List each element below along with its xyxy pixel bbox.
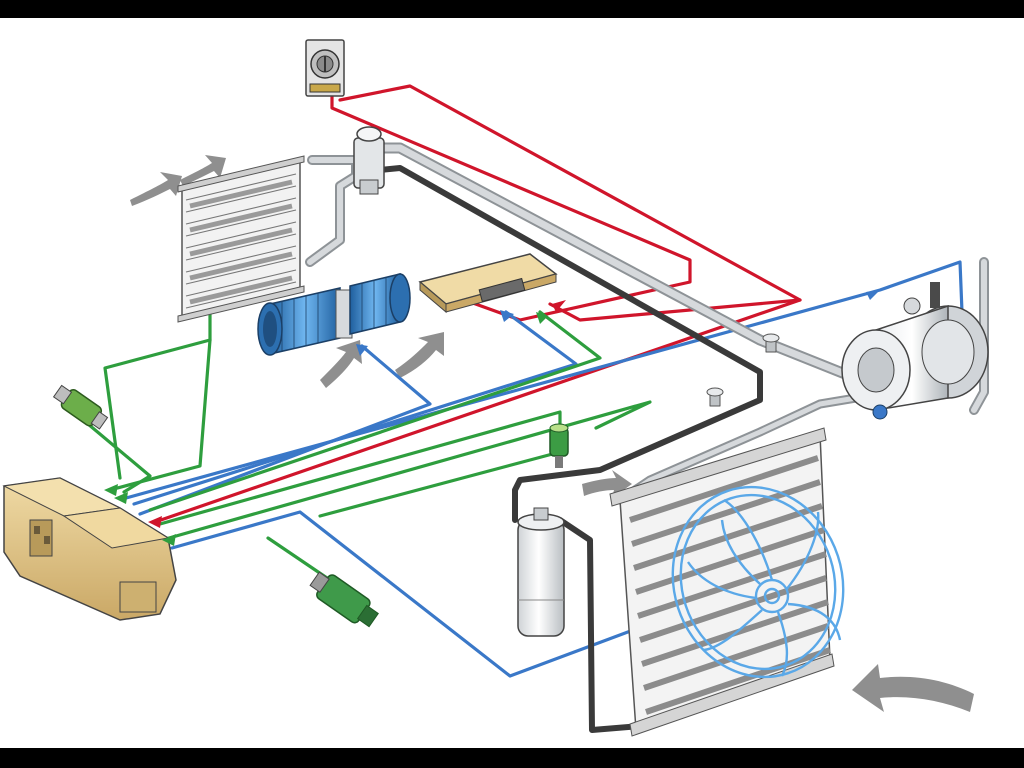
arrowhead-red-ecu	[148, 516, 162, 528]
arrowhead-green-ecu-1	[104, 484, 118, 496]
ac-system-diagram	[2, 39, 989, 737]
wire-green-evap-to-ecu	[103, 338, 212, 480]
evaporator-temperature-sensor	[52, 384, 109, 430]
airflow-arrow-evaporator-left	[130, 172, 182, 206]
engine-ecu	[2, 477, 177, 621]
wire-blue-to-module	[132, 310, 578, 506]
receiver-drier	[517, 507, 565, 637]
evaporator-tubes	[189, 179, 293, 305]
control-module	[418, 253, 558, 314]
arrowhead-blue-module	[500, 310, 514, 322]
pipe-low-pressure	[368, 144, 872, 384]
service-port-2	[706, 387, 724, 407]
condenser-fan	[671, 485, 845, 679]
pipe-compressor-right	[971, 259, 987, 413]
cabin-blower-fan	[257, 273, 411, 356]
pipe-high-pressure	[377, 165, 763, 523]
wire-green-temp-sensor	[86, 422, 152, 494]
ac-compressor	[841, 282, 989, 420]
evaporator-fins	[185, 173, 297, 309]
fan-blades	[687, 498, 842, 677]
airflow-arrow-blower-right	[395, 332, 444, 378]
arrowhead-green-ecu-3	[162, 534, 176, 546]
arrowhead-blue-compressor	[866, 290, 880, 300]
wire-green-condenser	[160, 400, 652, 542]
arrowhead-red-module	[552, 300, 566, 312]
pipe-evap-inlet	[307, 157, 359, 265]
diagram-canvas	[0, 18, 1024, 748]
wire-blue-to-condenser-fan	[170, 510, 662, 678]
evaporator	[177, 155, 305, 323]
signal-output-lines	[124, 260, 964, 678]
compressor-port-icon	[872, 404, 888, 420]
pipe-high-to-condenser	[557, 517, 643, 733]
arrowhead-green-ecu-2	[114, 492, 128, 504]
airflow-arrow-condenser-bottom	[852, 664, 974, 712]
wire-arrowheads	[104, 290, 880, 546]
wire-green-module-signal	[148, 310, 602, 512]
airflow-arrow-blower-left	[320, 340, 362, 388]
expansion-valve	[353, 126, 385, 195]
blower-vanes	[281, 277, 387, 352]
control-panel	[305, 39, 345, 97]
condenser	[609, 427, 835, 737]
arrowhead-green-module	[536, 312, 548, 324]
wire-blue-to-compressor	[124, 260, 964, 500]
wire-blue-to-blower	[138, 344, 432, 516]
service-port-1	[762, 333, 780, 353]
arrowhead-blue-blower	[356, 344, 368, 356]
pressure-switch	[549, 423, 569, 468]
airflow-arrow-evaporator-right	[180, 155, 226, 186]
temperature-sensor	[309, 571, 379, 628]
